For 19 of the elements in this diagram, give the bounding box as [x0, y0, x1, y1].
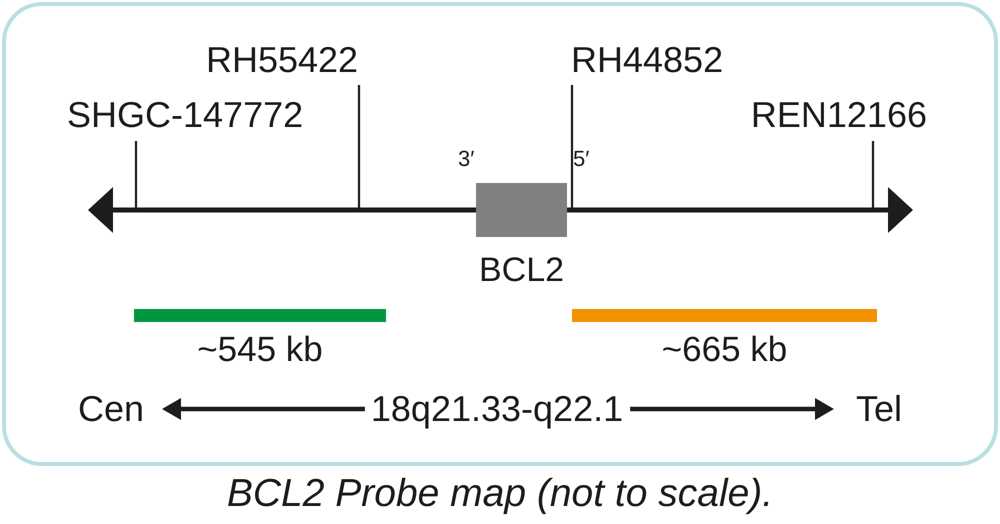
- marker-label: RH55422: [206, 40, 358, 80]
- region-label: 18q21.33-q22.1: [370, 389, 624, 429]
- marker-label: SHGC-147772: [67, 95, 304, 135]
- marker-label: REN12166: [750, 95, 927, 135]
- arrow: [162, 398, 365, 420]
- probe-size-label: ~665 kb: [662, 330, 788, 370]
- arrow: [630, 398, 834, 420]
- telomere-label: Tel: [856, 389, 902, 429]
- leader-line: [134, 141, 138, 208]
- probe-size-label: ~545 kb: [197, 330, 323, 370]
- strand-end-label: 3′: [458, 147, 474, 171]
- marker-label: RH44852: [571, 40, 724, 80]
- strand-end-label: 5′: [573, 147, 590, 171]
- gene-label: BCL2: [478, 250, 564, 290]
- leader-line: [872, 141, 874, 208]
- leader-line: [358, 85, 360, 208]
- centromere-label: Cen: [78, 389, 144, 429]
- caption: BCL2 Probe map (not to scale).: [226, 472, 774, 516]
- leader-line: [570, 85, 574, 208]
